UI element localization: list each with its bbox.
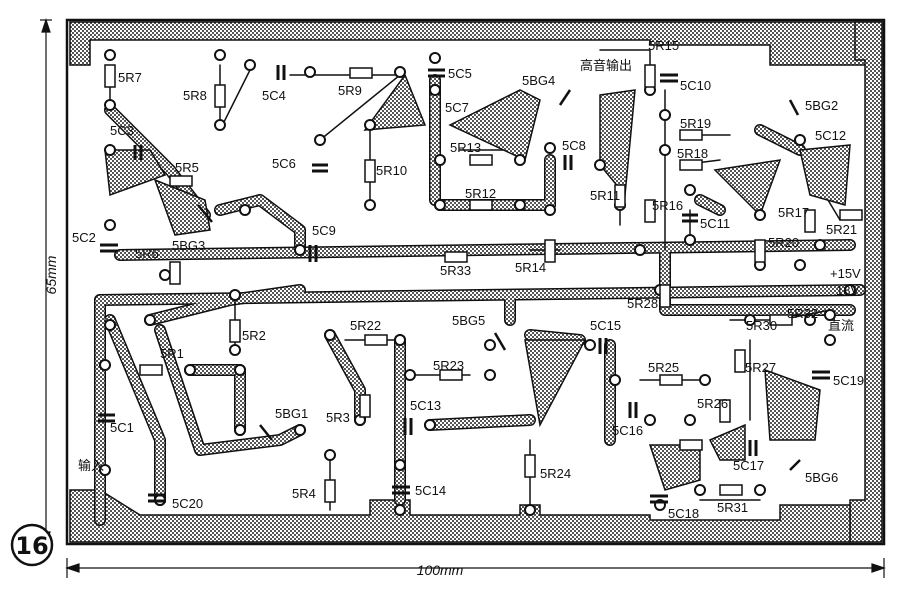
label-5R20: 5R20 [768, 235, 799, 250]
label-5R1: 5R1 [160, 346, 184, 361]
component-labels: 5R7 5R8 5R9 5R5 5R10 5R13 5R12 5R11 5R15… [72, 38, 864, 521]
label-5R33: 5R33 [440, 263, 471, 278]
label-5R27: 5R27 [745, 360, 776, 375]
label-5R3: 5R3 [326, 410, 350, 425]
label-5R13: 5R13 [450, 140, 481, 155]
label-5R17: 5R17 [778, 205, 809, 220]
label-5R30: 5R30 [746, 318, 777, 333]
label-5R23: 5R23 [433, 358, 464, 373]
label-5R28: 5R28 [627, 296, 658, 311]
label-5BG2: 5BG2 [805, 98, 838, 113]
label-5C9: 5C9 [312, 223, 336, 238]
solder-pads [99, 49, 856, 516]
copper-pads [104, 73, 851, 491]
transistor-marks [197, 89, 801, 471]
output-label: 高音输出 [580, 58, 632, 73]
label-5R19: 5R19 [680, 116, 711, 131]
power-18v-label: 18V [836, 283, 859, 298]
label-5R5: 5R5 [175, 160, 199, 175]
label-5R32: 5R32 [787, 306, 818, 321]
label-5C18: 5C18 [668, 506, 699, 521]
label-5C1: 5C1 [110, 420, 134, 435]
label-5R25: 5R25 [648, 360, 679, 375]
label-5R18: 5R18 [677, 146, 708, 161]
label-5R11: 5R11 [590, 188, 620, 203]
label-5C13: 5C13 [410, 398, 441, 413]
label-5C6: 5C6 [272, 156, 296, 171]
label-5C10: 5C10 [680, 78, 711, 93]
label-5C8: 5C8 [562, 138, 586, 153]
label-5R12: 5R12 [465, 186, 496, 201]
label-5R2: 5R2 [242, 328, 266, 343]
label-5R16: 5R16 [652, 198, 683, 213]
label-5C11: 5C11 [700, 216, 730, 231]
label-5C5: 5C5 [448, 66, 472, 81]
label-5R8: 5R8 [183, 88, 207, 103]
capacitor-plates [98, 65, 830, 504]
resistor-bodies [104, 64, 863, 503]
label-5BG1: 5BG1 [275, 406, 308, 421]
label-5R4: 5R4 [292, 486, 316, 501]
label-5C15: 5C15 [590, 318, 621, 333]
power-15v-label: +15V [830, 266, 861, 281]
label-5C16: 5C16 [612, 423, 643, 438]
label-5R26: 5R26 [697, 396, 728, 411]
label-5C17: 5C17 [733, 458, 764, 473]
label-5R22: 5R22 [350, 318, 381, 333]
label-5C4: 5C4 [262, 88, 286, 103]
label-5C2: 5C2 [72, 230, 96, 245]
label-5R6: 5R6 [135, 246, 159, 261]
label-5BG4: 5BG4 [522, 73, 555, 88]
label-5R31: 5R31 [717, 500, 748, 515]
supply-note-label: 直流 [828, 318, 854, 333]
height-dimension-label: 65mm [43, 255, 59, 294]
width-dimension-label: 100mm [417, 562, 464, 578]
label-5BG3: 5BG3 [172, 238, 205, 253]
label-5R9: 5R9 [338, 83, 362, 98]
label-5BG5: 5BG5 [452, 313, 485, 328]
label-5C14: 5C14 [415, 483, 446, 498]
traces [94, 49, 866, 526]
label-5R14: 5R14 [515, 260, 546, 275]
figure-number-circle [10, 523, 54, 567]
label-5R24: 5R24 [540, 466, 571, 481]
label-5C3: 5C3 [110, 123, 134, 138]
label-5C19: 5C19 [833, 373, 864, 388]
label-5BG6: 5BG6 [805, 470, 838, 485]
board [65, 18, 886, 546]
label-5R21: 5R21 [826, 222, 857, 237]
label-5C20: 5C20 [172, 496, 203, 511]
label-5R10: 5R10 [376, 163, 407, 178]
input-label: 输入 [78, 458, 104, 473]
label-5R7: 5R7 [118, 70, 142, 85]
figure-number: 16 [15, 532, 48, 560]
label-5R15: 5R15 [648, 38, 679, 53]
label-5C7: 5C7 [445, 100, 469, 115]
label-5C12: 5C12 [815, 128, 846, 143]
